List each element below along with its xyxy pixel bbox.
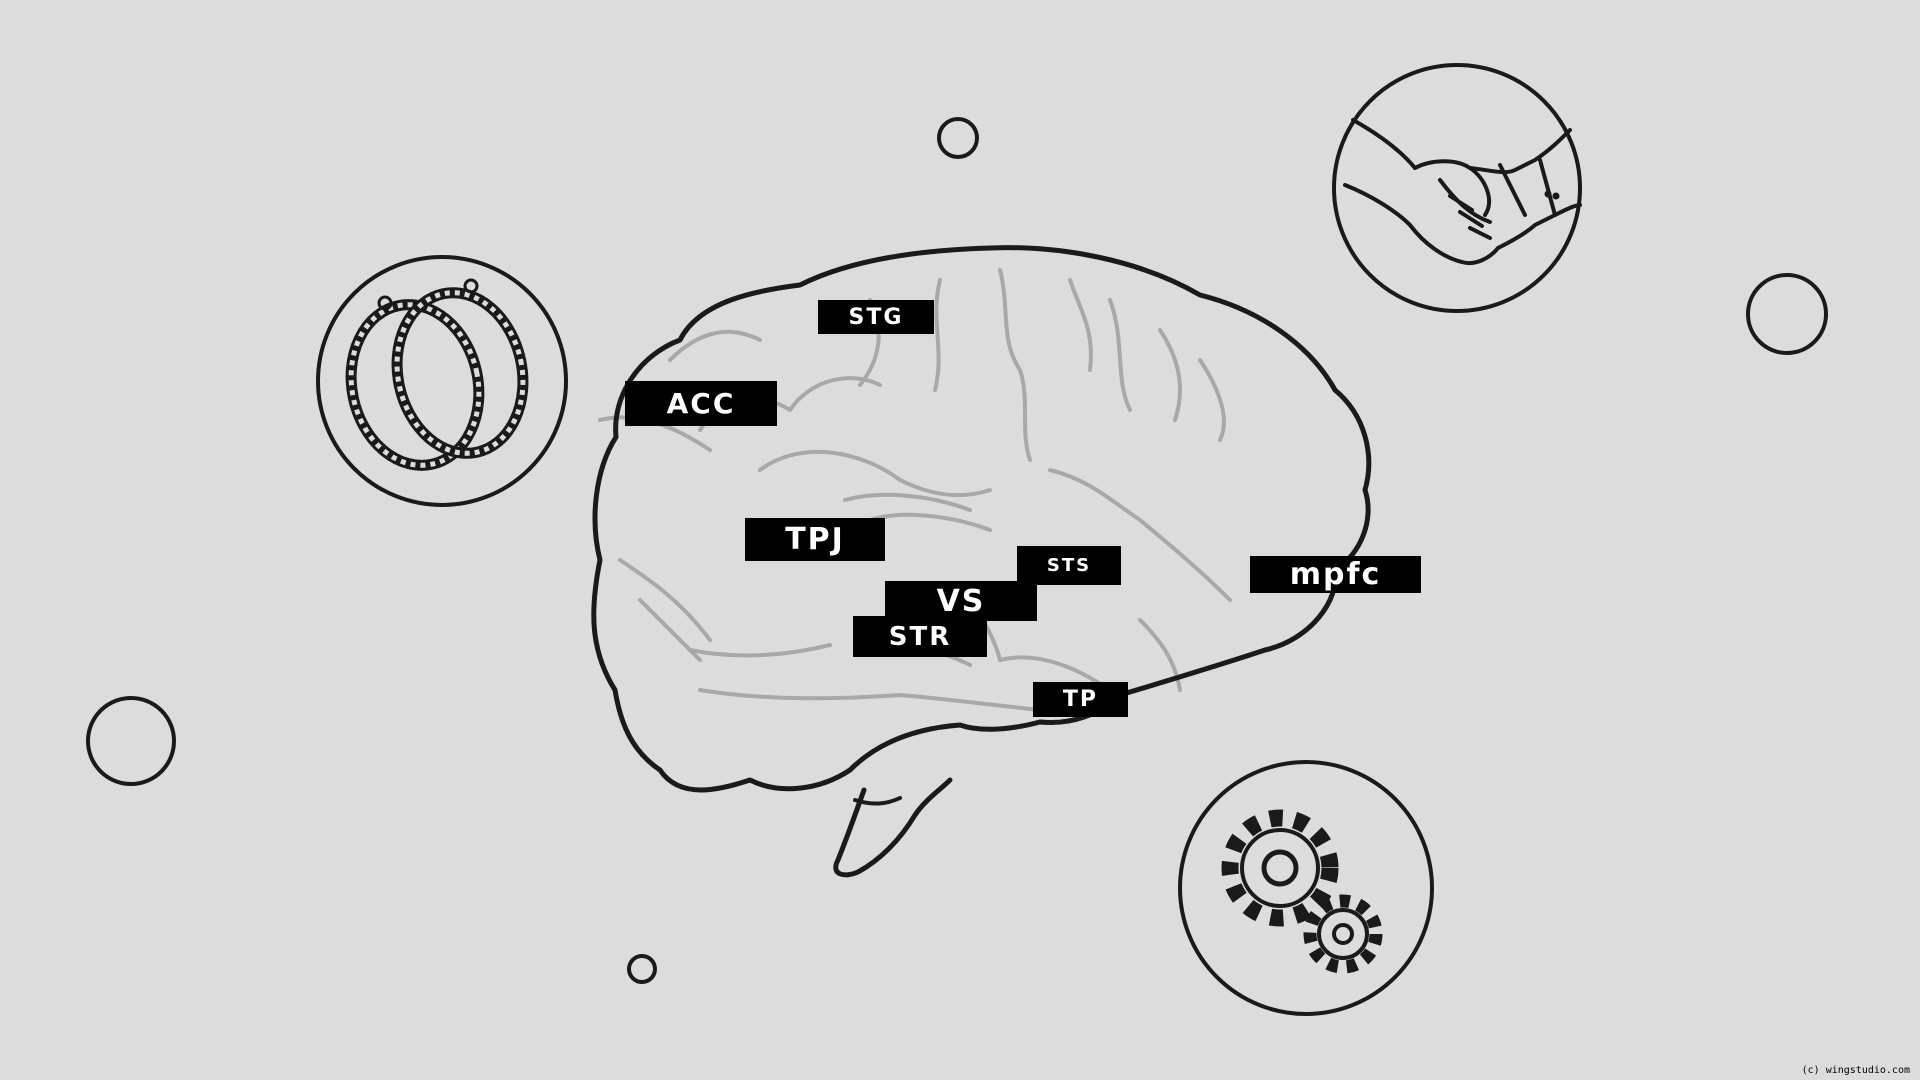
brain-folds bbox=[598, 268, 1232, 717]
label-sts: STS bbox=[1017, 546, 1121, 585]
label-tp: TP bbox=[1033, 682, 1128, 717]
gears-icon bbox=[1178, 760, 1434, 1016]
handshake-icon bbox=[1332, 63, 1582, 313]
decorative-circles bbox=[86, 117, 1828, 984]
small-circle-bottom bbox=[627, 954, 657, 984]
small-circle-top bbox=[937, 117, 979, 159]
label-stg: STG bbox=[818, 300, 934, 334]
label-acc: ACC bbox=[625, 381, 777, 426]
copyright-text: (c) wingstudio.com bbox=[1801, 1065, 1910, 1076]
label-vs: VS bbox=[885, 581, 1037, 621]
label-mpfc: mpfc bbox=[1250, 556, 1421, 593]
brain-outline bbox=[591, 245, 1372, 878]
small-circle-right bbox=[1746, 273, 1828, 355]
rings-icon bbox=[316, 255, 568, 507]
small-circle-left bbox=[86, 696, 176, 786]
label-str: STR bbox=[853, 616, 987, 657]
label-tpj: TPJ bbox=[745, 518, 885, 561]
